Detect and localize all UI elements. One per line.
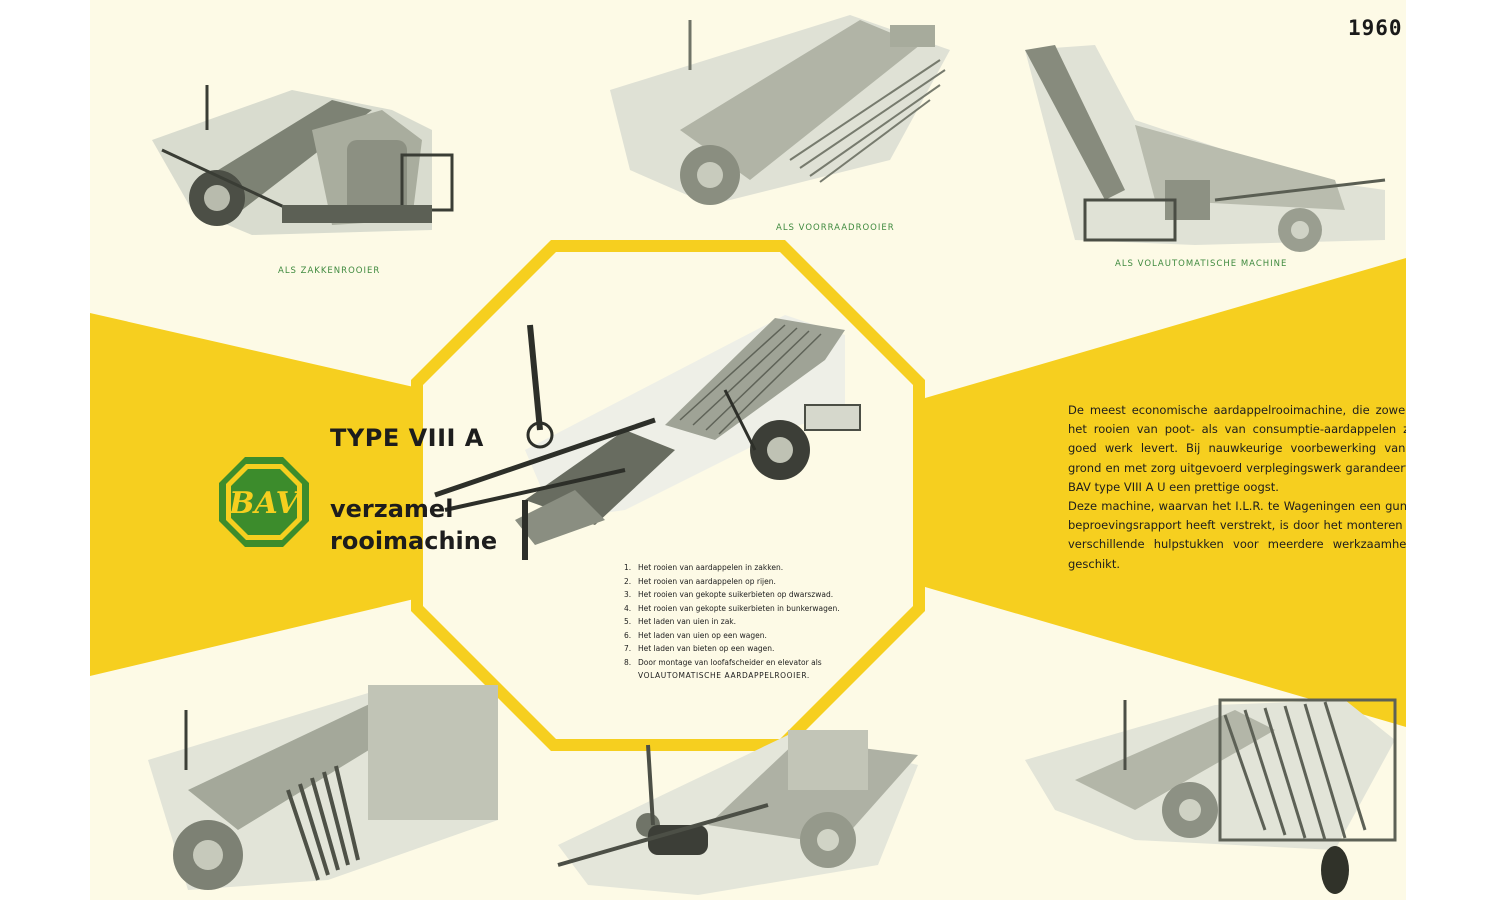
uses-list: 1.Het rooien van aardappelen in zakken. … — [624, 561, 884, 683]
product-subtitle: verzamel rooimachine — [330, 493, 497, 557]
year-label: 1960 — [1348, 16, 1403, 40]
list-item: 7.Het laden van bieten op een wagen. — [624, 644, 775, 653]
list-item: 1.Het rooien van aardappelen in zakken. — [624, 563, 784, 572]
list-item: 8.Door montage van loofafscheider en ele… — [624, 657, 822, 681]
description-text: De meest economische aardappelrooimachin… — [1068, 401, 1406, 574]
list-item: 5.Het laden van uien in zak. — [624, 617, 737, 626]
caption-zakkenrooier: ALS ZAKKENROOIER — [278, 266, 381, 276]
caption-voorraadrooier: ALS VOORRAADROOIER — [776, 223, 895, 233]
list-item: 2.Het rooien van aardappelen op rijen. — [624, 576, 776, 586]
photo-voorraadrooier — [590, 10, 960, 215]
list-item-text-caps: VOLAUTOMATISCHE AARDAPPELROOIER. — [638, 671, 810, 680]
photo-bottom-right — [1015, 690, 1405, 900]
bav-logo-text: BAV — [228, 486, 301, 521]
photo-zakkenrooier — [132, 70, 472, 250]
list-item: 6.Het laden van uien op een wagen. — [624, 630, 767, 640]
product-title: TYPE VIII A — [330, 424, 484, 452]
brochure-page: 1960 ALS ZAKKENROOIER — [90, 0, 1406, 900]
description-paragraph-2: Deze machine, waarvan het I.L.R. te Wage… — [1068, 499, 1406, 571]
photo-volautomatische — [1015, 40, 1395, 255]
photo-bottom-left — [128, 680, 508, 900]
photo-bottom-center — [548, 715, 928, 900]
list-item: 4.Het rooien van gekopte suikerbieten in… — [624, 603, 840, 613]
list-item-text: Door montage van loofafscheider en eleva… — [638, 657, 822, 667]
caption-volautomatische: ALS VOLAUTOMATISCHE MACHINE — [1115, 259, 1288, 269]
photo-type-viii-a — [425, 310, 865, 570]
subtitle-line-2: rooimachine — [330, 527, 498, 555]
right-yellow-band — [860, 258, 1406, 727]
bav-logo: BAV — [218, 456, 310, 552]
description-paragraph-1: De meest economische aardappelrooimachin… — [1068, 403, 1406, 494]
subtitle-line-1: verzamel — [330, 495, 454, 523]
list-item: 3.Het rooien van gekopte suikerbieten op… — [624, 590, 834, 599]
